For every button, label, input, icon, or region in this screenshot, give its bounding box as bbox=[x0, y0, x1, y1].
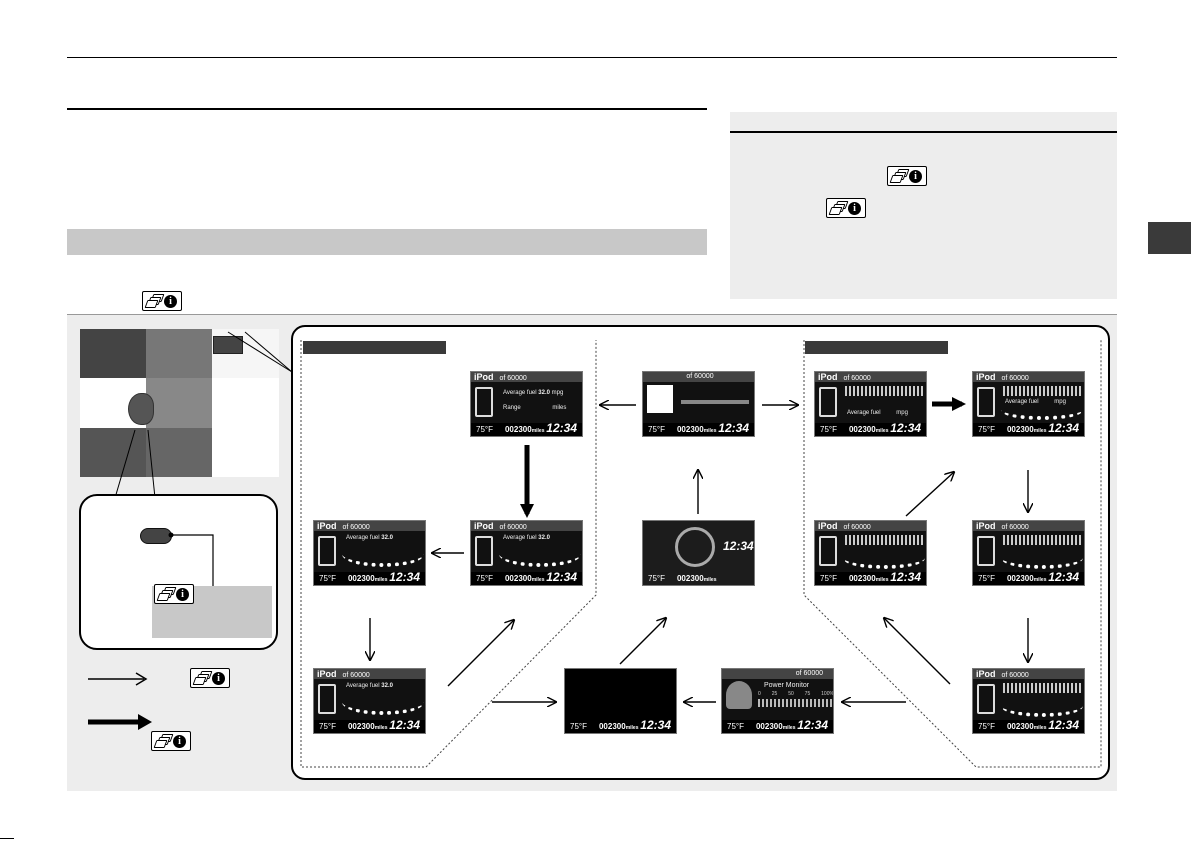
side-note-box bbox=[730, 112, 1117, 299]
crop-mark bbox=[0, 838, 14, 839]
fuel-pump-icon bbox=[977, 684, 995, 714]
left-section-rule bbox=[67, 108, 707, 110]
ring-gauge bbox=[1001, 400, 1083, 420]
fuel-pump-icon bbox=[977, 387, 995, 417]
info-button-icon: i bbox=[142, 291, 182, 311]
power-bar bbox=[758, 699, 832, 707]
ring-gauge bbox=[1001, 547, 1083, 569]
ipod-label: iPod bbox=[474, 372, 494, 382]
bar-gauge bbox=[845, 535, 923, 545]
arrow-icon bbox=[88, 672, 148, 686]
fuel-pump-icon bbox=[475, 536, 493, 566]
vtec-icon bbox=[726, 681, 752, 709]
fuel-pump-icon bbox=[977, 536, 995, 566]
group-label-left bbox=[303, 341, 446, 354]
ring-gauge bbox=[342, 689, 424, 715]
zoom-lines bbox=[114, 331, 293, 499]
callout-leader bbox=[168, 532, 214, 590]
info-button-icon: i bbox=[887, 166, 927, 186]
side-note-rule bbox=[730, 131, 1117, 133]
bar-gauge bbox=[845, 386, 923, 396]
ring-gauge bbox=[342, 541, 424, 567]
compass-clock: 12:34 bbox=[723, 539, 754, 553]
bar-gauge bbox=[1003, 386, 1081, 396]
dashboard-photo bbox=[80, 329, 279, 477]
group-outlines bbox=[300, 340, 1102, 768]
display-highlight bbox=[213, 336, 243, 354]
info-button-icon: i bbox=[190, 668, 230, 688]
steering-switch-icon bbox=[128, 393, 154, 425]
fuel-pump-icon bbox=[318, 536, 336, 566]
bar-gauge bbox=[1003, 535, 1081, 545]
progress-bar bbox=[681, 400, 749, 404]
ring-gauge bbox=[1001, 695, 1083, 717]
compass-icon bbox=[675, 527, 715, 567]
fuel-pump-icon bbox=[819, 536, 837, 566]
ring-gauge bbox=[843, 547, 925, 569]
chapter-tab bbox=[1148, 222, 1191, 254]
fuel-pump-icon bbox=[475, 387, 493, 417]
info-button-icon: i bbox=[826, 198, 866, 218]
section-band bbox=[67, 229, 707, 255]
ring-gauge bbox=[499, 541, 581, 567]
group-label-right bbox=[805, 341, 948, 354]
fuel-pump-icon bbox=[819, 387, 837, 417]
top-rule bbox=[67, 57, 1117, 58]
album-art-icon bbox=[647, 385, 673, 413]
fuel-pump-icon bbox=[318, 684, 336, 714]
bar-gauge bbox=[1003, 683, 1081, 693]
info-button-icon: i bbox=[151, 731, 191, 751]
bold-arrow-icon bbox=[88, 714, 152, 730]
info-button-icon: i bbox=[154, 584, 194, 604]
